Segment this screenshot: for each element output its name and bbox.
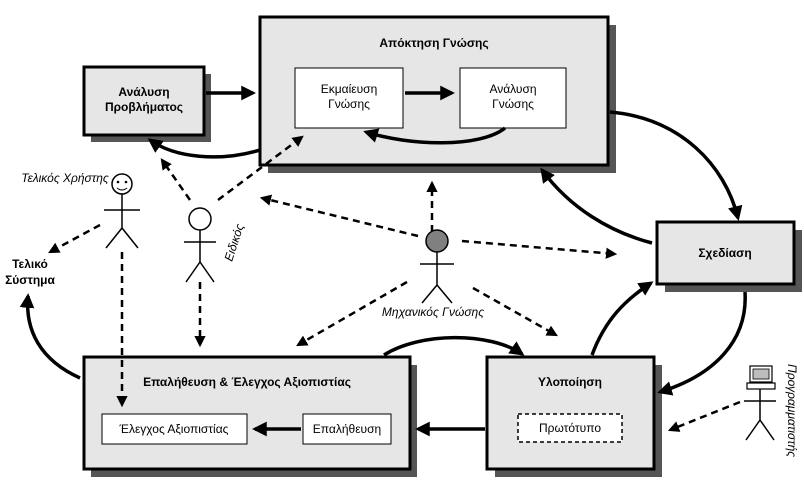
knowledge-analysis-label-2: Γνώσης xyxy=(492,97,534,111)
dash-expert-to-elicitation xyxy=(217,135,304,201)
verification-label: Επαλήθευση xyxy=(313,422,381,436)
implementation-title: Υλοποίηση xyxy=(538,375,602,389)
problem-analysis-label-2: Προβλήματος xyxy=(105,100,183,114)
dash-engineer-to-design xyxy=(461,239,618,259)
final-system-label: Τελικό Σύστημα xyxy=(5,257,55,287)
svg-text:Τελικό: Τελικό xyxy=(12,257,48,271)
dashed-interaction-arrows xyxy=(48,135,741,432)
knowledge-engineer-figure: Μηχανικός Γνώσης xyxy=(382,229,484,319)
dash-engineer-to-vv xyxy=(296,280,408,347)
dash-programmer-to-prototype xyxy=(667,400,741,432)
implementation-box: Υλοποίηση xyxy=(485,355,662,477)
prototype-label: Πρωτότυπο xyxy=(539,421,601,435)
solid-flow-arrows xyxy=(19,85,747,437)
arrow-analysis-to-elicitation xyxy=(363,126,507,145)
dash-engineer-to-implementation xyxy=(472,286,558,337)
smiley-face-icon xyxy=(111,173,133,195)
design-title: Σχεδίαση xyxy=(698,246,751,260)
problem-analysis-box: Ανάλυση Προβλήματος xyxy=(82,65,211,142)
validation-label: Έλεγχος Αξιοπιστίας xyxy=(119,422,229,436)
arrow-design-to-acquisition xyxy=(540,167,653,245)
knowledge-elicitation-label-1: Εκμαίευση xyxy=(321,82,378,96)
verification-box: Επαλήθευση xyxy=(302,413,392,445)
end-user-label: Τελικός Χρήστης xyxy=(21,171,109,185)
expert-label: Ειδικός xyxy=(222,222,247,263)
arrow-implementation-to-design xyxy=(590,281,654,356)
expert-figure: Ειδικός xyxy=(184,207,247,283)
arrow-vv-to-final-system xyxy=(19,293,81,380)
dash-expert-to-problem xyxy=(160,158,192,201)
problem-analysis-label-1: Ανάλυση xyxy=(118,85,169,99)
programmer-label: Προγραμματιστής xyxy=(785,364,799,457)
knowledge-engineer-label: Μηχανικός Γνώσης xyxy=(382,305,484,319)
svg-text:Σύστημα: Σύστημα xyxy=(5,273,55,287)
prototype-box: Πρωτότυπο xyxy=(517,413,623,443)
knowledge-analysis-label-1: Ανάλυση xyxy=(489,82,536,96)
knowledge-elicitation-box: Εκμαίευση Γνώσης xyxy=(294,67,404,129)
expert-head-icon xyxy=(188,207,212,231)
verification-validation-title: Επαλήθευση & Έλεγχος Αξιοπιστίας xyxy=(143,375,351,389)
dash-user-to-final-system xyxy=(48,223,101,254)
end-user-figure: Τελικός Χρήστης xyxy=(21,171,140,249)
programmer-figure: Προγραμματιστής xyxy=(744,364,799,457)
engineer-head-icon xyxy=(425,229,449,253)
arrow-design-to-implementation xyxy=(657,291,747,396)
knowledge-elicitation-label-2: Γνώσης xyxy=(328,97,370,111)
arrow-acquisition-to-design xyxy=(609,110,743,221)
knowledge-acquisition-title: Απόκτηση Γνώσης xyxy=(379,36,488,50)
validation-box: Έλεγχος Αξιοπιστίας xyxy=(101,413,248,445)
arrow-acquisition-to-problem xyxy=(147,138,261,159)
knowledge-analysis-box: Ανάλυση Γνώσης xyxy=(459,67,567,129)
computer-icon xyxy=(746,365,776,390)
dash-engineer-to-left xyxy=(259,194,419,238)
design-box: Σχεδίαση xyxy=(655,220,802,292)
arrow-vv-to-implementation xyxy=(383,335,525,357)
